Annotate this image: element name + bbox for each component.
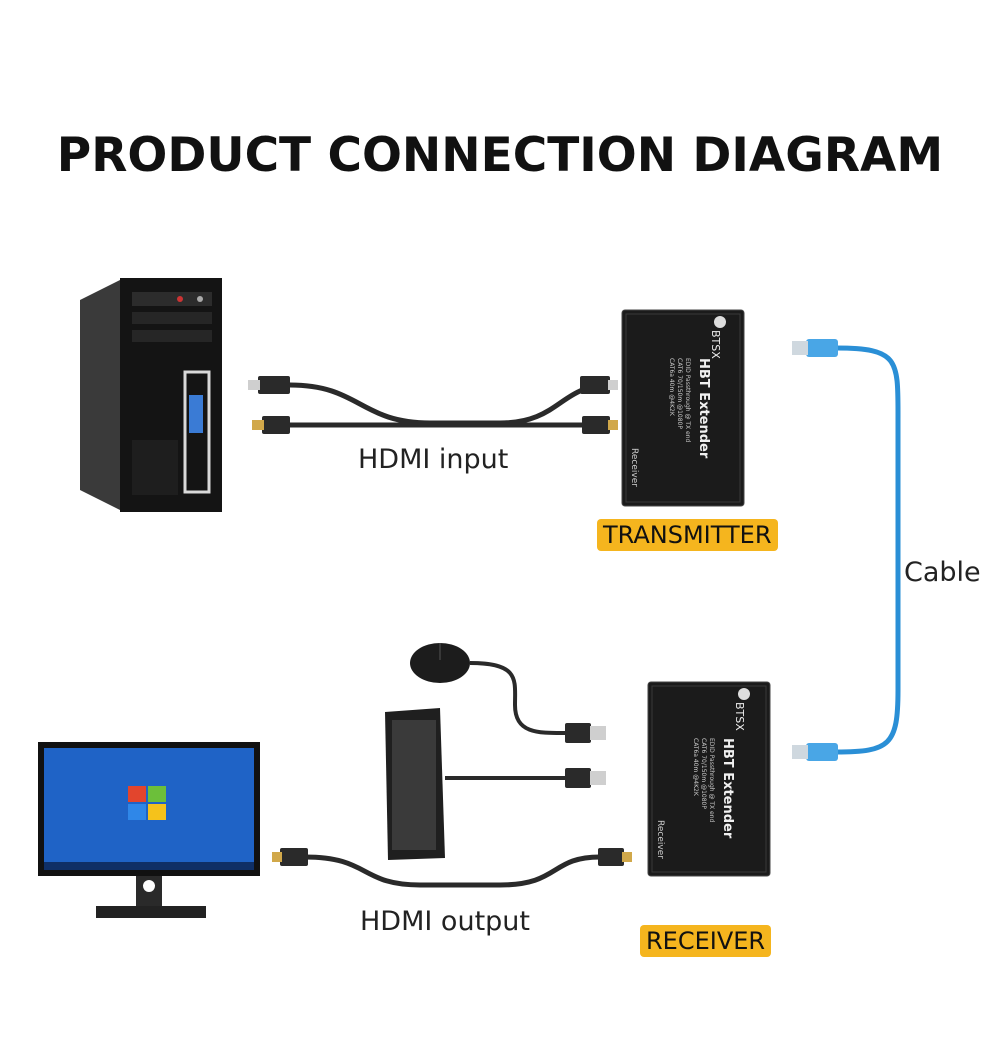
receiver-spec-line-3: CAT6a 40m @4K2K xyxy=(692,738,699,797)
receiver-spec-line-1: EDID Passthrough @ TX end xyxy=(708,738,715,823)
transmitter-badge: TRANSMITTER xyxy=(597,519,778,551)
monitor xyxy=(38,742,260,918)
transmitter-port-label: Receiver xyxy=(629,448,639,487)
transmitter-spec-line-2: CAT6 70/150m @1080P xyxy=(676,358,683,429)
transmitter-device xyxy=(621,309,745,507)
receiver-port-label: Receiver xyxy=(655,820,665,859)
keyboard xyxy=(385,708,606,860)
hdmi-input-cable xyxy=(248,376,618,434)
transmitter-brand-logo: BTSX xyxy=(709,316,726,359)
receiver-brand-logo: BTSX xyxy=(733,688,750,731)
transmitter-brand-text: BTSX xyxy=(709,330,722,359)
receiver-device xyxy=(647,681,771,877)
transmitter-model-text: HBT Extender xyxy=(696,358,711,459)
pc-tower xyxy=(80,278,222,512)
hdmi-input-label: HDMI input xyxy=(358,444,509,475)
network-cable xyxy=(792,339,901,761)
hdmi-output-label: HDMI output xyxy=(360,906,530,937)
hdmi-output-cable xyxy=(272,848,632,888)
diagram-title: PRODUCT CONNECTION DIAGRAM xyxy=(56,128,944,183)
transmitter-spec-line-3: CAT6a 40m @4K2K xyxy=(668,358,675,417)
receiver-spec-line-2: CAT6 70/150m @1080P xyxy=(700,738,707,809)
windows-logo-icon xyxy=(128,786,166,820)
mouse xyxy=(410,643,606,743)
receiver-brand-text: BTSX xyxy=(733,702,746,731)
transmitter-spec-line-1: EDID Passthrough @ TX end xyxy=(684,358,691,443)
cable-label: Cable xyxy=(904,557,981,588)
receiver-model-text: HBT Extender xyxy=(720,738,735,839)
receiver-badge: RECEIVER xyxy=(640,925,772,957)
